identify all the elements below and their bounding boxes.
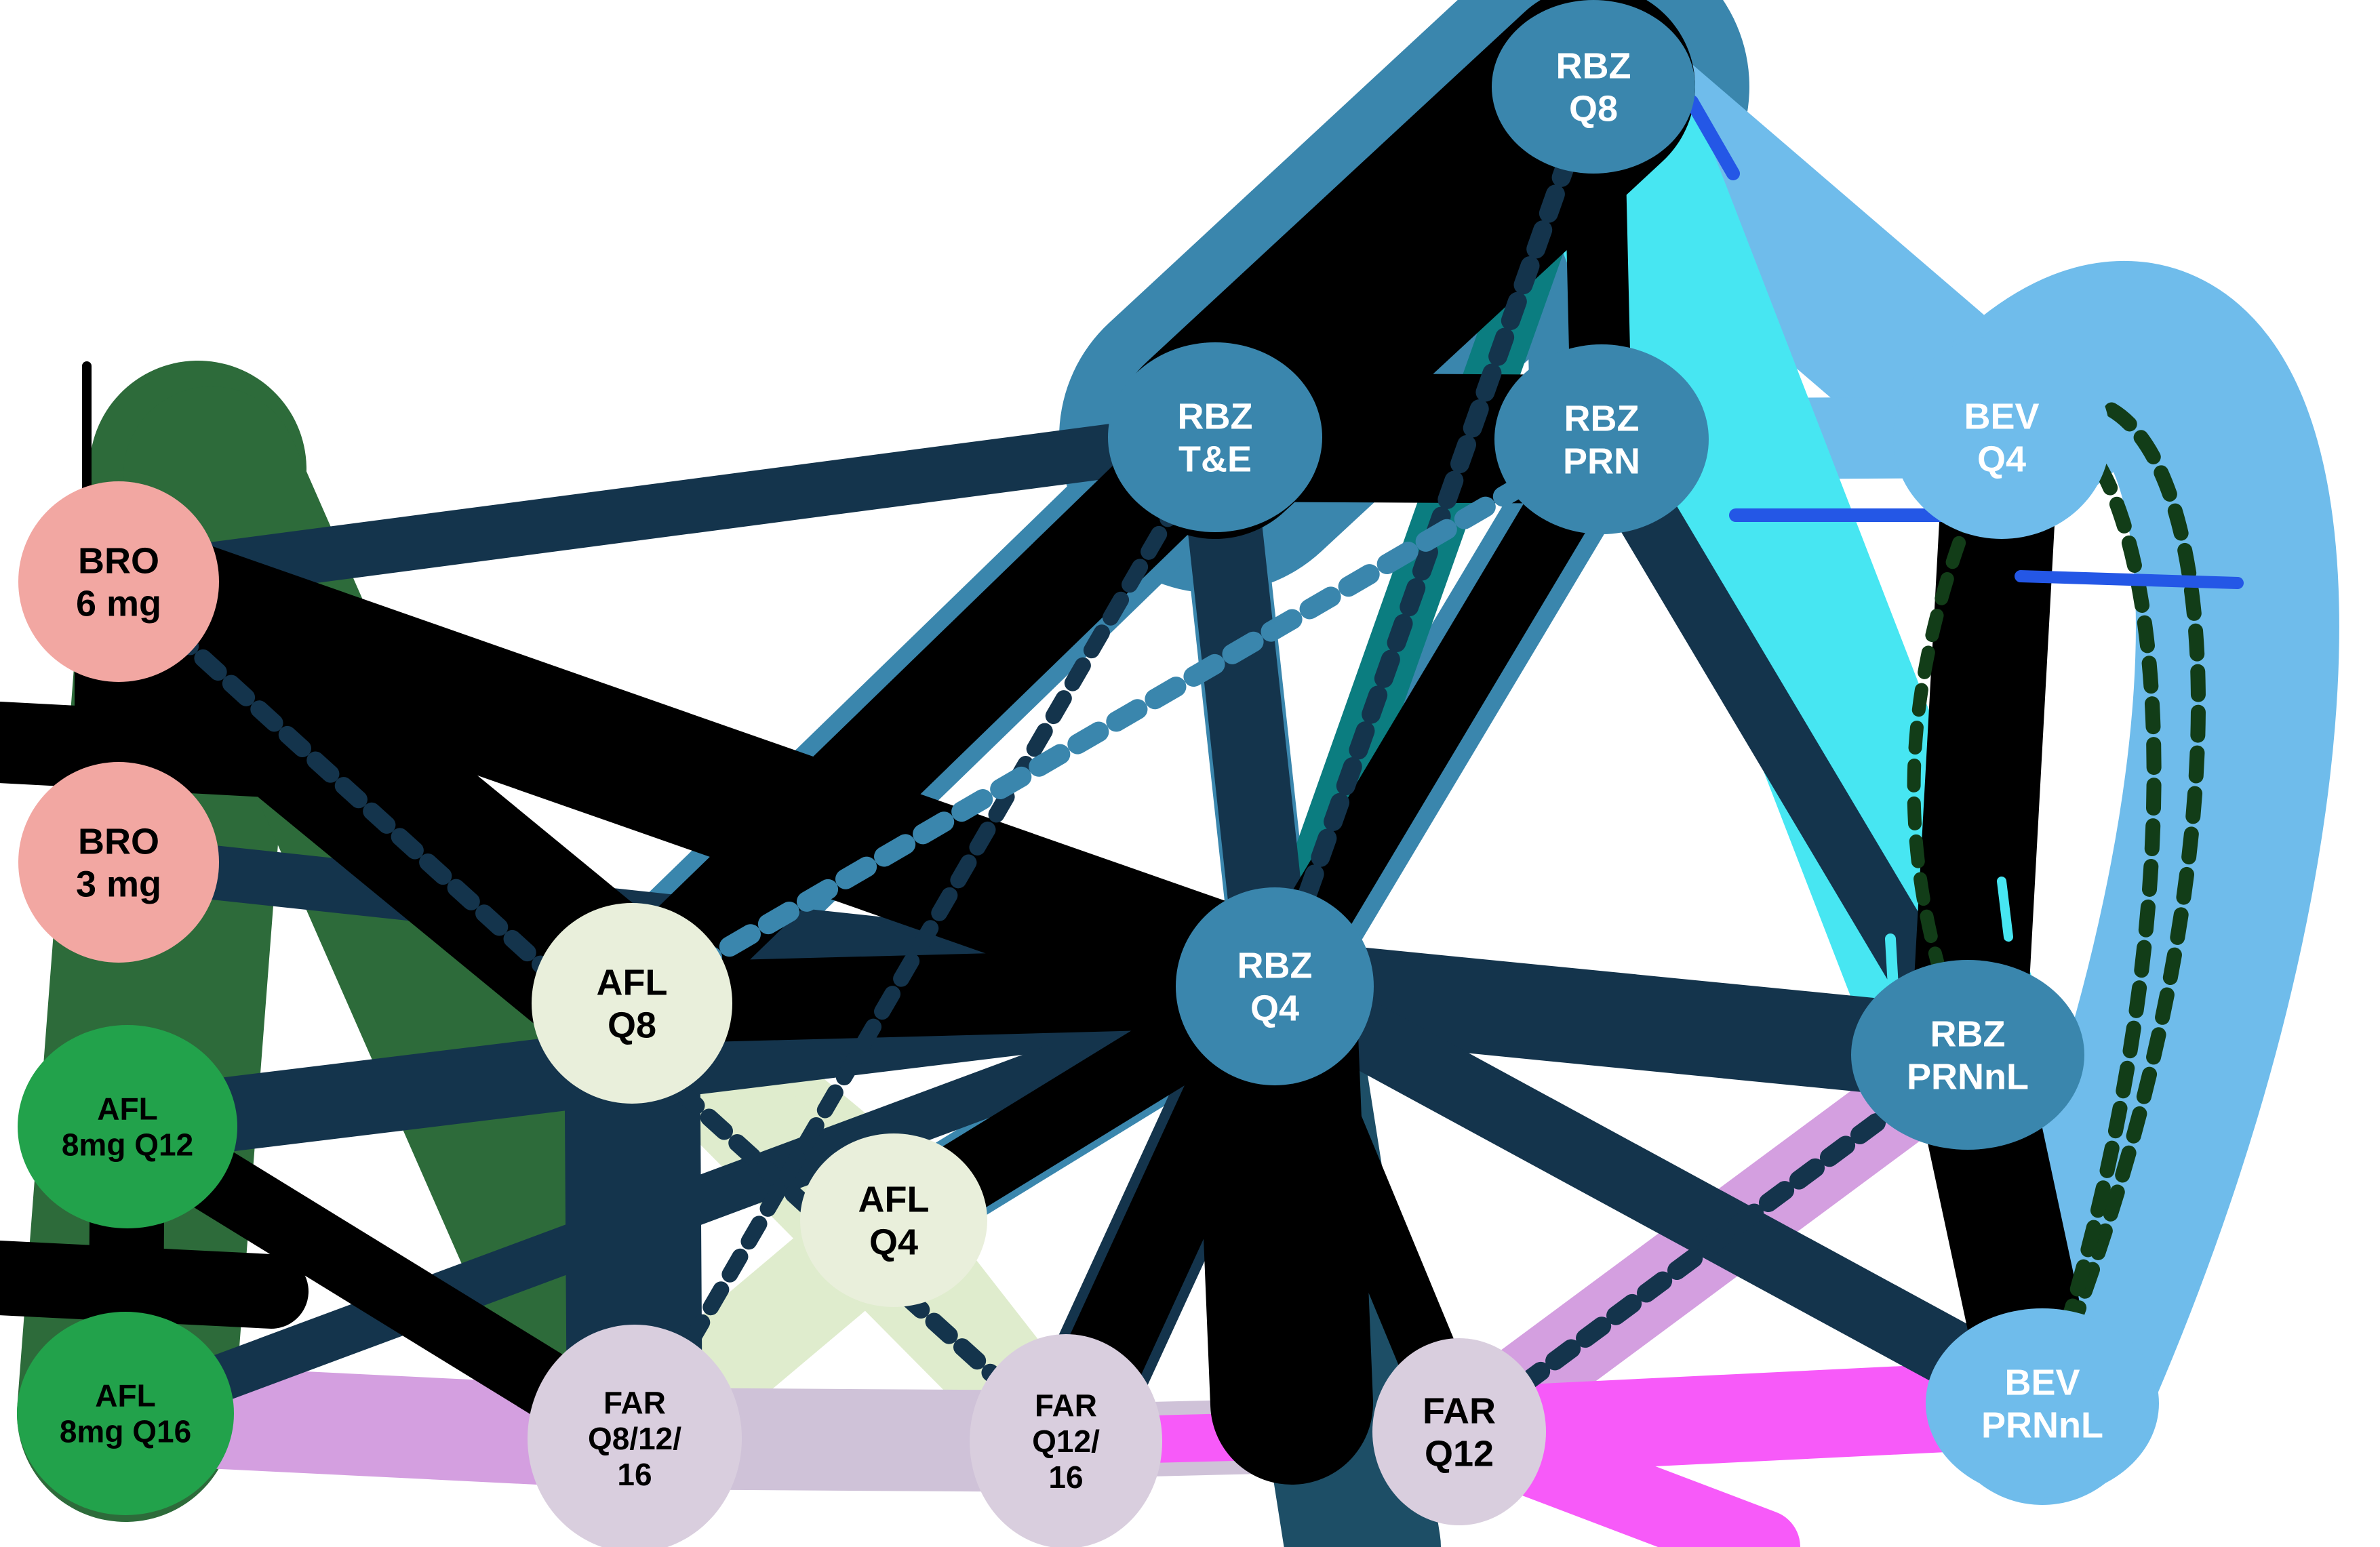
node-ellipse-afl816	[17, 1312, 234, 1515]
edge-rbz_q4-rbz_prn-54	[1241, 405, 1635, 1020]
node-ellipse-bro6	[18, 481, 219, 682]
edge-pt-pt-77	[1685, 95, 1740, 180]
node-ellipse-afl_q4	[800, 1133, 987, 1307]
edge-rbz_q4-bev_prnnl-42	[1241, 952, 2076, 1437]
edge-bro6-rbz_te-30	[92, 410, 1242, 609]
node-ellipse-rbz_prn	[1494, 344, 1709, 534]
node-ellipse-far12	[1372, 1338, 1546, 1525]
node-ellipse-rbz_q8	[1492, 0, 1695, 174]
edge-bev_q4-rbz_prnnl-58	[1910, 380, 2059, 1112]
node-ellipse-afl_q8	[532, 903, 732, 1104]
node-ellipse-afl812	[18, 1025, 237, 1228]
node-ellipse-rbz_prnnl	[1851, 960, 2084, 1150]
edge-rbz_prn-rbz_prnnl-43	[1571, 409, 1998, 1085]
node-ellipse-rbz_te	[1108, 342, 1322, 532]
edge-bev_q4-rbz_prnnl-74	[2015, 570, 2244, 589]
edge-afl_q8-rbz_q4-53	[591, 946, 1315, 1044]
node-ellipse-rbz_q4	[1176, 887, 1374, 1085]
edge-pt-pt-76	[1997, 877, 2013, 942]
edge-pt-pt-63	[0, 1241, 309, 1329]
edge-bev_q4-bev_prnnl-27	[1900, 261, 2339, 1505]
edge-far81216-rbz_te-71	[627, 429, 1223, 1447]
node-ellipse-bev_prnnl	[1926, 1308, 2159, 1498]
edge-pt-pt-62	[0, 702, 332, 799]
node-ellipse-bro3	[18, 762, 219, 963]
node-ellipse-far81216	[528, 1325, 742, 1547]
edge-rbz_te-afl_q8-52	[581, 386, 1266, 1054]
edge-bro6-rbz_q4-49	[54, 517, 1339, 1051]
node-ellipse-bev_q4	[1893, 336, 2110, 539]
node-ellipse-far1216	[970, 1334, 1162, 1547]
edge-rbz_prn-afl_q8-72	[622, 429, 1612, 1013]
